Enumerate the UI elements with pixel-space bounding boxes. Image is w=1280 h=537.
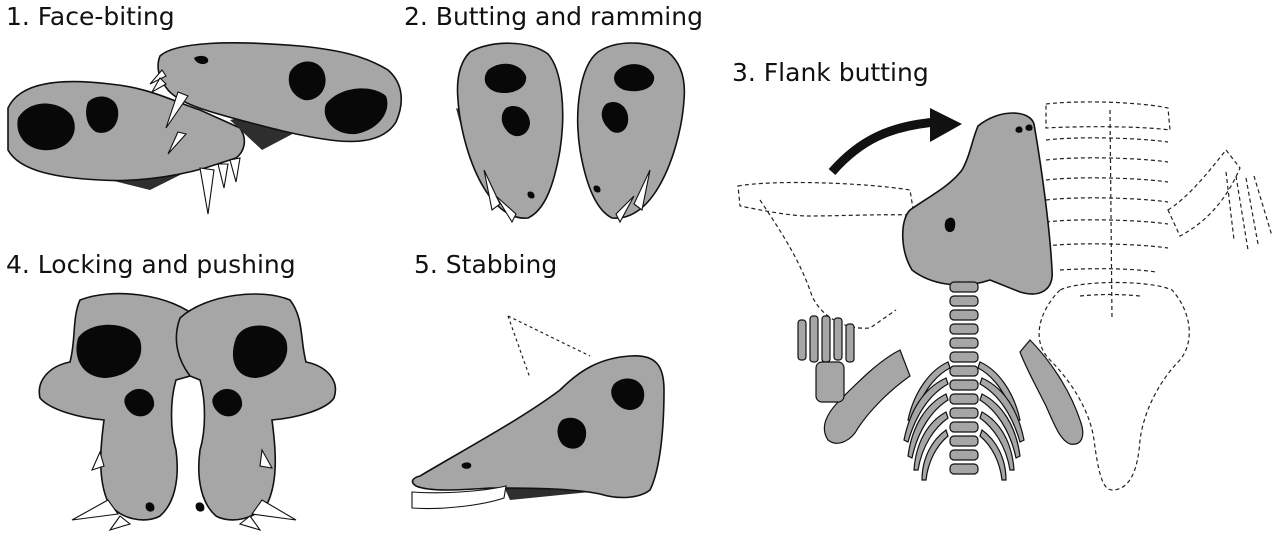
- skull-right-locking: [175, 293, 337, 531]
- panel-label-face-biting: 1. Face-biting: [6, 2, 175, 31]
- skull-flank-butting: [901, 112, 1053, 295]
- skull-left-butting: [456, 42, 564, 224]
- butting-ramming-illustration: [456, 42, 686, 224]
- left-scapula: [823, 349, 911, 444]
- skull-stabbing: [411, 355, 665, 510]
- skull-left-face-biting: [7, 80, 246, 215]
- face-biting-illustration: [7, 42, 403, 215]
- rib-cage: [903, 361, 1025, 481]
- skull-right-face-biting: [149, 42, 403, 150]
- panel-label-stabbing: 5. Stabbing: [414, 250, 558, 279]
- vertebral-column: [949, 281, 979, 475]
- panel-label-butting-ramming: 2. Butting and ramming: [404, 2, 703, 31]
- flank-butting-illustration: [737, 101, 1273, 491]
- dashed-guide-line: [507, 315, 531, 379]
- right-scapula: [1019, 339, 1084, 445]
- stabbing-illustration: [411, 315, 665, 510]
- panel-label-locking-pushing: 4. Locking and pushing: [6, 250, 296, 279]
- locking-pushing-illustration: [38, 292, 337, 531]
- left-forelimb-digits: [797, 315, 855, 403]
- skull-left-locking: [38, 292, 206, 531]
- motion-arrow: [828, 117, 937, 175]
- arrow-head: [930, 108, 962, 142]
- panel-label-flank-butting: 3. Flank butting: [732, 58, 929, 87]
- skull-right-butting: [576, 42, 686, 224]
